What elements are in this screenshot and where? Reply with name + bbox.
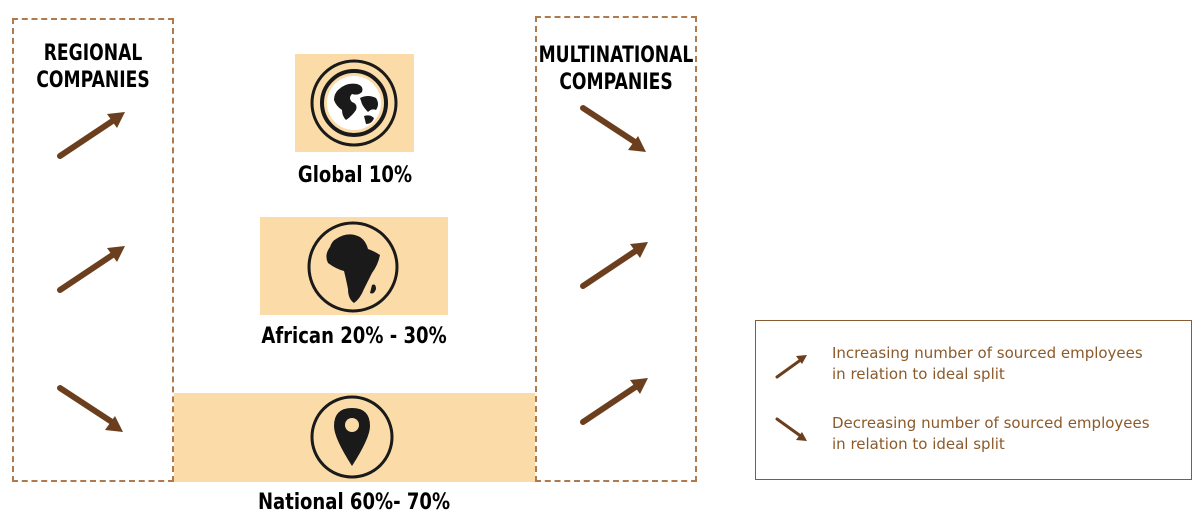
multinational-african-increasing-arrow-icon [578,236,658,296]
multinational-companies-title: MULTINATIONAL COMPANIES [538,43,694,95]
decreasing-arrow-icon [774,415,810,445]
increasing-arrow-icon [774,351,810,381]
regional-companies-title: REGIONAL COMPANIES [36,41,150,93]
regional-global-increasing-arrow-icon [55,106,135,166]
multinational-companies-frame [535,16,697,482]
multinational-national-increasing-arrow-icon [578,372,658,432]
regional-companies-frame [12,18,174,482]
regional-african-increasing-arrow-icon [55,240,135,300]
global-level-label: Global 10% [297,163,413,188]
legend-decreasing-text: Decreasing number of sourced employees i… [832,414,1150,453]
map-pin-icon [304,394,400,480]
legend: Increasing number of sourced employees i… [755,320,1192,480]
legend-item-decreasing: Decreasing number of sourced employees i… [756,409,1192,459]
globe-icon [302,58,406,148]
legend-item-increasing: Increasing number of sourced employees i… [756,339,1192,389]
african-level-label: African 20% - 30% [261,324,447,349]
multinational-global-decreasing-arrow-icon [578,100,658,160]
national-level-label: National 60%- 70% [257,490,451,515]
regional-national-decreasing-arrow-icon [55,380,135,440]
africa-icon [300,219,406,315]
legend-increasing-text: Increasing number of sourced employees i… [832,344,1143,383]
